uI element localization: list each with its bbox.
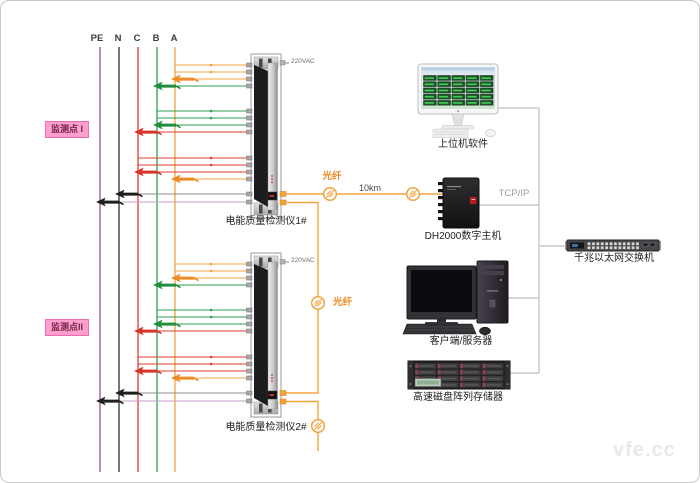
tcpip-label: TCP/IP bbox=[498, 188, 530, 199]
switch-label: 千兆以太网交换机 bbox=[574, 253, 654, 264]
ethernet-switch-graphic bbox=[565, 239, 661, 252]
dh2000-graphic bbox=[438, 177, 480, 229]
analyzer-1-label: 电能质量检测仪1# bbox=[225, 216, 307, 227]
fiber-label-2: 光纤 bbox=[333, 297, 353, 308]
fiber-distance-label: 10km bbox=[358, 183, 382, 193]
host-computer-graphic bbox=[417, 63, 499, 138]
fiber-connector-icon bbox=[322, 186, 338, 202]
power-label-1: 220VAC bbox=[291, 58, 315, 65]
fiber-connector-icon bbox=[405, 186, 421, 202]
keyboard-icon bbox=[402, 323, 477, 335]
instrument-2-wiring bbox=[100, 262, 247, 402]
dh2000-label: DH2000数字主机 bbox=[424, 231, 502, 242]
bus-label-a: A bbox=[170, 33, 178, 44]
mouse-icon bbox=[485, 129, 496, 137]
storage-array-graphic bbox=[407, 360, 511, 390]
bus-label-n: N bbox=[114, 33, 122, 44]
client-server-graphic bbox=[402, 260, 509, 336]
client-server-label: 客户端/服务器 bbox=[429, 336, 493, 347]
host-software-label: 上位机软件 bbox=[438, 139, 488, 150]
tower-icon bbox=[476, 260, 509, 324]
instrument-2-clamps bbox=[95, 272, 200, 407]
keyboard-icon bbox=[432, 128, 469, 138]
fiber-connector-icon bbox=[310, 418, 326, 434]
bus-label-c: C bbox=[133, 33, 141, 44]
instrument-1-clamps bbox=[95, 73, 200, 208]
analyzer-2-label: 电能质量检测仪2# bbox=[225, 422, 307, 433]
watermark: vfe.cc bbox=[613, 439, 676, 461]
mouse-icon bbox=[479, 326, 491, 336]
fiber-links bbox=[286, 193, 443, 451]
monitor-point-2-badge: 监测点II bbox=[45, 319, 90, 336]
monitor-point-1-badge: 监测点 I bbox=[45, 121, 90, 138]
fiber-label-1: 光纤 bbox=[322, 171, 342, 182]
power-quality-analyzer-2 bbox=[246, 252, 287, 418]
bus-label-b: B bbox=[152, 33, 160, 44]
power-label-2: 220VAC bbox=[291, 257, 315, 264]
instrument-1-wiring bbox=[100, 63, 247, 203]
storage-label: 高速磁盘阵列存储器 bbox=[413, 392, 503, 403]
network-connectors bbox=[479, 107, 567, 374]
fiber-connector-icon bbox=[310, 295, 326, 311]
bus-label-pe: PE bbox=[90, 33, 104, 44]
power-quality-analyzer-1 bbox=[246, 53, 287, 219]
